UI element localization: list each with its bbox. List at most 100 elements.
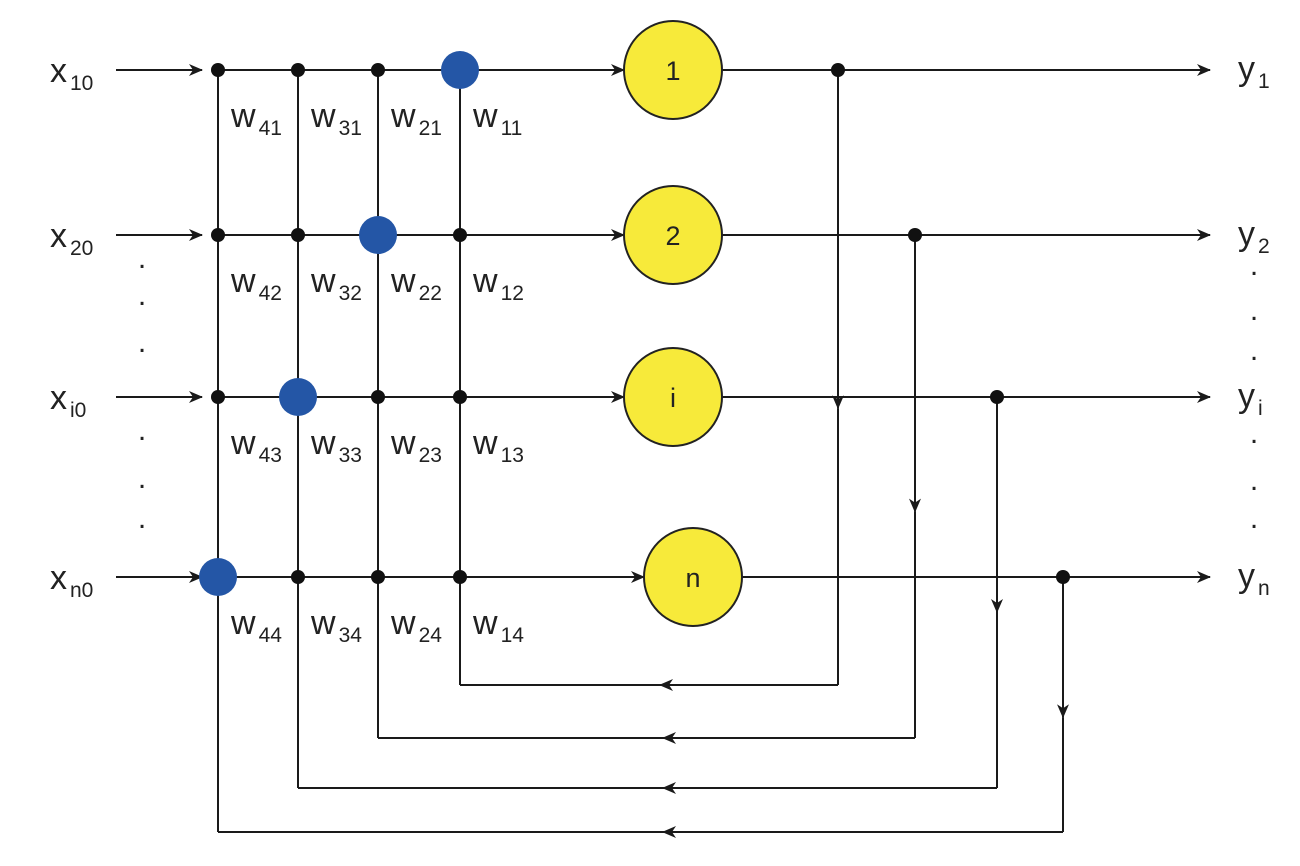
weight-label-3-2-base: w <box>310 424 336 462</box>
weight-label-1-4-sub: 11 <box>501 117 523 140</box>
weight-label-4-2-base: w <box>310 604 336 642</box>
neuron-2 <box>623 185 723 285</box>
output-label-3-base: y <box>1238 377 1255 415</box>
weight-label-4-3-sub: 24 <box>419 624 443 647</box>
diagonal-weight-node <box>359 216 397 254</box>
junction-dot <box>453 570 467 584</box>
junction-dot <box>211 390 225 404</box>
output-label-4-sub: n <box>1258 577 1270 600</box>
weight-label-2-4-sub: 12 <box>501 282 524 305</box>
weight-label-2-2-base: w <box>310 262 336 300</box>
neuron-4 <box>643 527 743 627</box>
output-ellipsis-dot: . <box>1250 464 1258 497</box>
input-label-1-base: x <box>50 52 67 90</box>
junction-dot <box>453 228 467 242</box>
weight-label-2-1-sub: 42 <box>259 282 282 305</box>
weight-label-4-1-sub: 44 <box>259 624 283 647</box>
input-label-3-base: x <box>50 379 67 417</box>
weight-label-1-1-sub: 41 <box>259 117 282 140</box>
junction-dot <box>291 570 305 584</box>
output-ellipsis-dot: . <box>1250 334 1258 367</box>
weight-label-4-1-base: w <box>230 604 256 642</box>
output-tap-dot <box>1056 570 1070 584</box>
weight-label-3-3-sub: 23 <box>419 444 442 467</box>
output-ellipsis-dot: . <box>1250 249 1258 282</box>
weight-label-3-1-sub: 43 <box>259 444 282 467</box>
diagonal-weight-node <box>279 378 317 416</box>
diagonal-weight-node <box>199 558 237 596</box>
output-label-2-sub: 2 <box>1258 235 1270 258</box>
weight-label-4-4-sub: 14 <box>501 624 525 647</box>
junction-dot <box>453 390 467 404</box>
weight-label-1-3-sub: 21 <box>419 117 442 140</box>
weight-label-2-3-base: w <box>390 262 416 300</box>
junction-dot <box>291 63 305 77</box>
junction-dot <box>291 228 305 242</box>
input-ellipsis-dot: . <box>138 242 146 275</box>
diagonal-weight-node <box>441 51 479 89</box>
weight-label-1-2-base: w <box>310 97 336 135</box>
input-ellipsis-dot: . <box>138 279 146 312</box>
weight-label-1-4-base: w <box>472 97 498 135</box>
weight-label-4-4-base: w <box>472 604 498 642</box>
junction-dot <box>211 228 225 242</box>
weight-label-1-2-sub: 31 <box>339 117 362 140</box>
weight-label-3-1-base: w <box>230 424 256 462</box>
output-label-1-sub: 1 <box>1258 70 1270 93</box>
output-tap-dot <box>990 390 1004 404</box>
neuron-label-4: n <box>685 563 700 593</box>
input-ellipsis-dot: . <box>138 462 146 495</box>
junction-dot <box>371 390 385 404</box>
neuron-label-1: 1 <box>665 56 680 86</box>
weight-label-1-3-base: w <box>390 97 416 135</box>
weight-label-1-1-base: w <box>230 97 256 135</box>
weight-label-3-4-base: w <box>472 424 498 462</box>
junction-dot <box>371 63 385 77</box>
weight-label-2-2-sub: 32 <box>339 282 362 305</box>
output-ellipsis-dot: . <box>1250 502 1258 535</box>
junction-dot <box>211 63 225 77</box>
output-ellipsis-dot: . <box>1250 417 1258 450</box>
output-ellipsis-dot: . <box>1250 294 1258 327</box>
junction-dot <box>371 570 385 584</box>
weight-label-4-3-base: w <box>390 604 416 642</box>
weight-label-2-3-sub: 22 <box>419 282 442 305</box>
weight-label-2-4-base: w <box>472 262 498 300</box>
weight-label-4-2-sub: 34 <box>339 624 363 647</box>
input-label-4-base: x <box>50 559 67 597</box>
input-label-1-sub: 10 <box>70 72 93 95</box>
weight-label-3-3-base: w <box>390 424 416 462</box>
neuron-1 <box>623 20 723 120</box>
input-label-2-sub: 20 <box>70 237 93 260</box>
weight-label-3-2-sub: 33 <box>339 444 362 467</box>
input-label-3-sub: i0 <box>70 399 86 422</box>
neuron-3 <box>623 347 723 447</box>
output-label-1-base: y <box>1238 50 1255 88</box>
neuron-label-3: i <box>670 383 676 413</box>
